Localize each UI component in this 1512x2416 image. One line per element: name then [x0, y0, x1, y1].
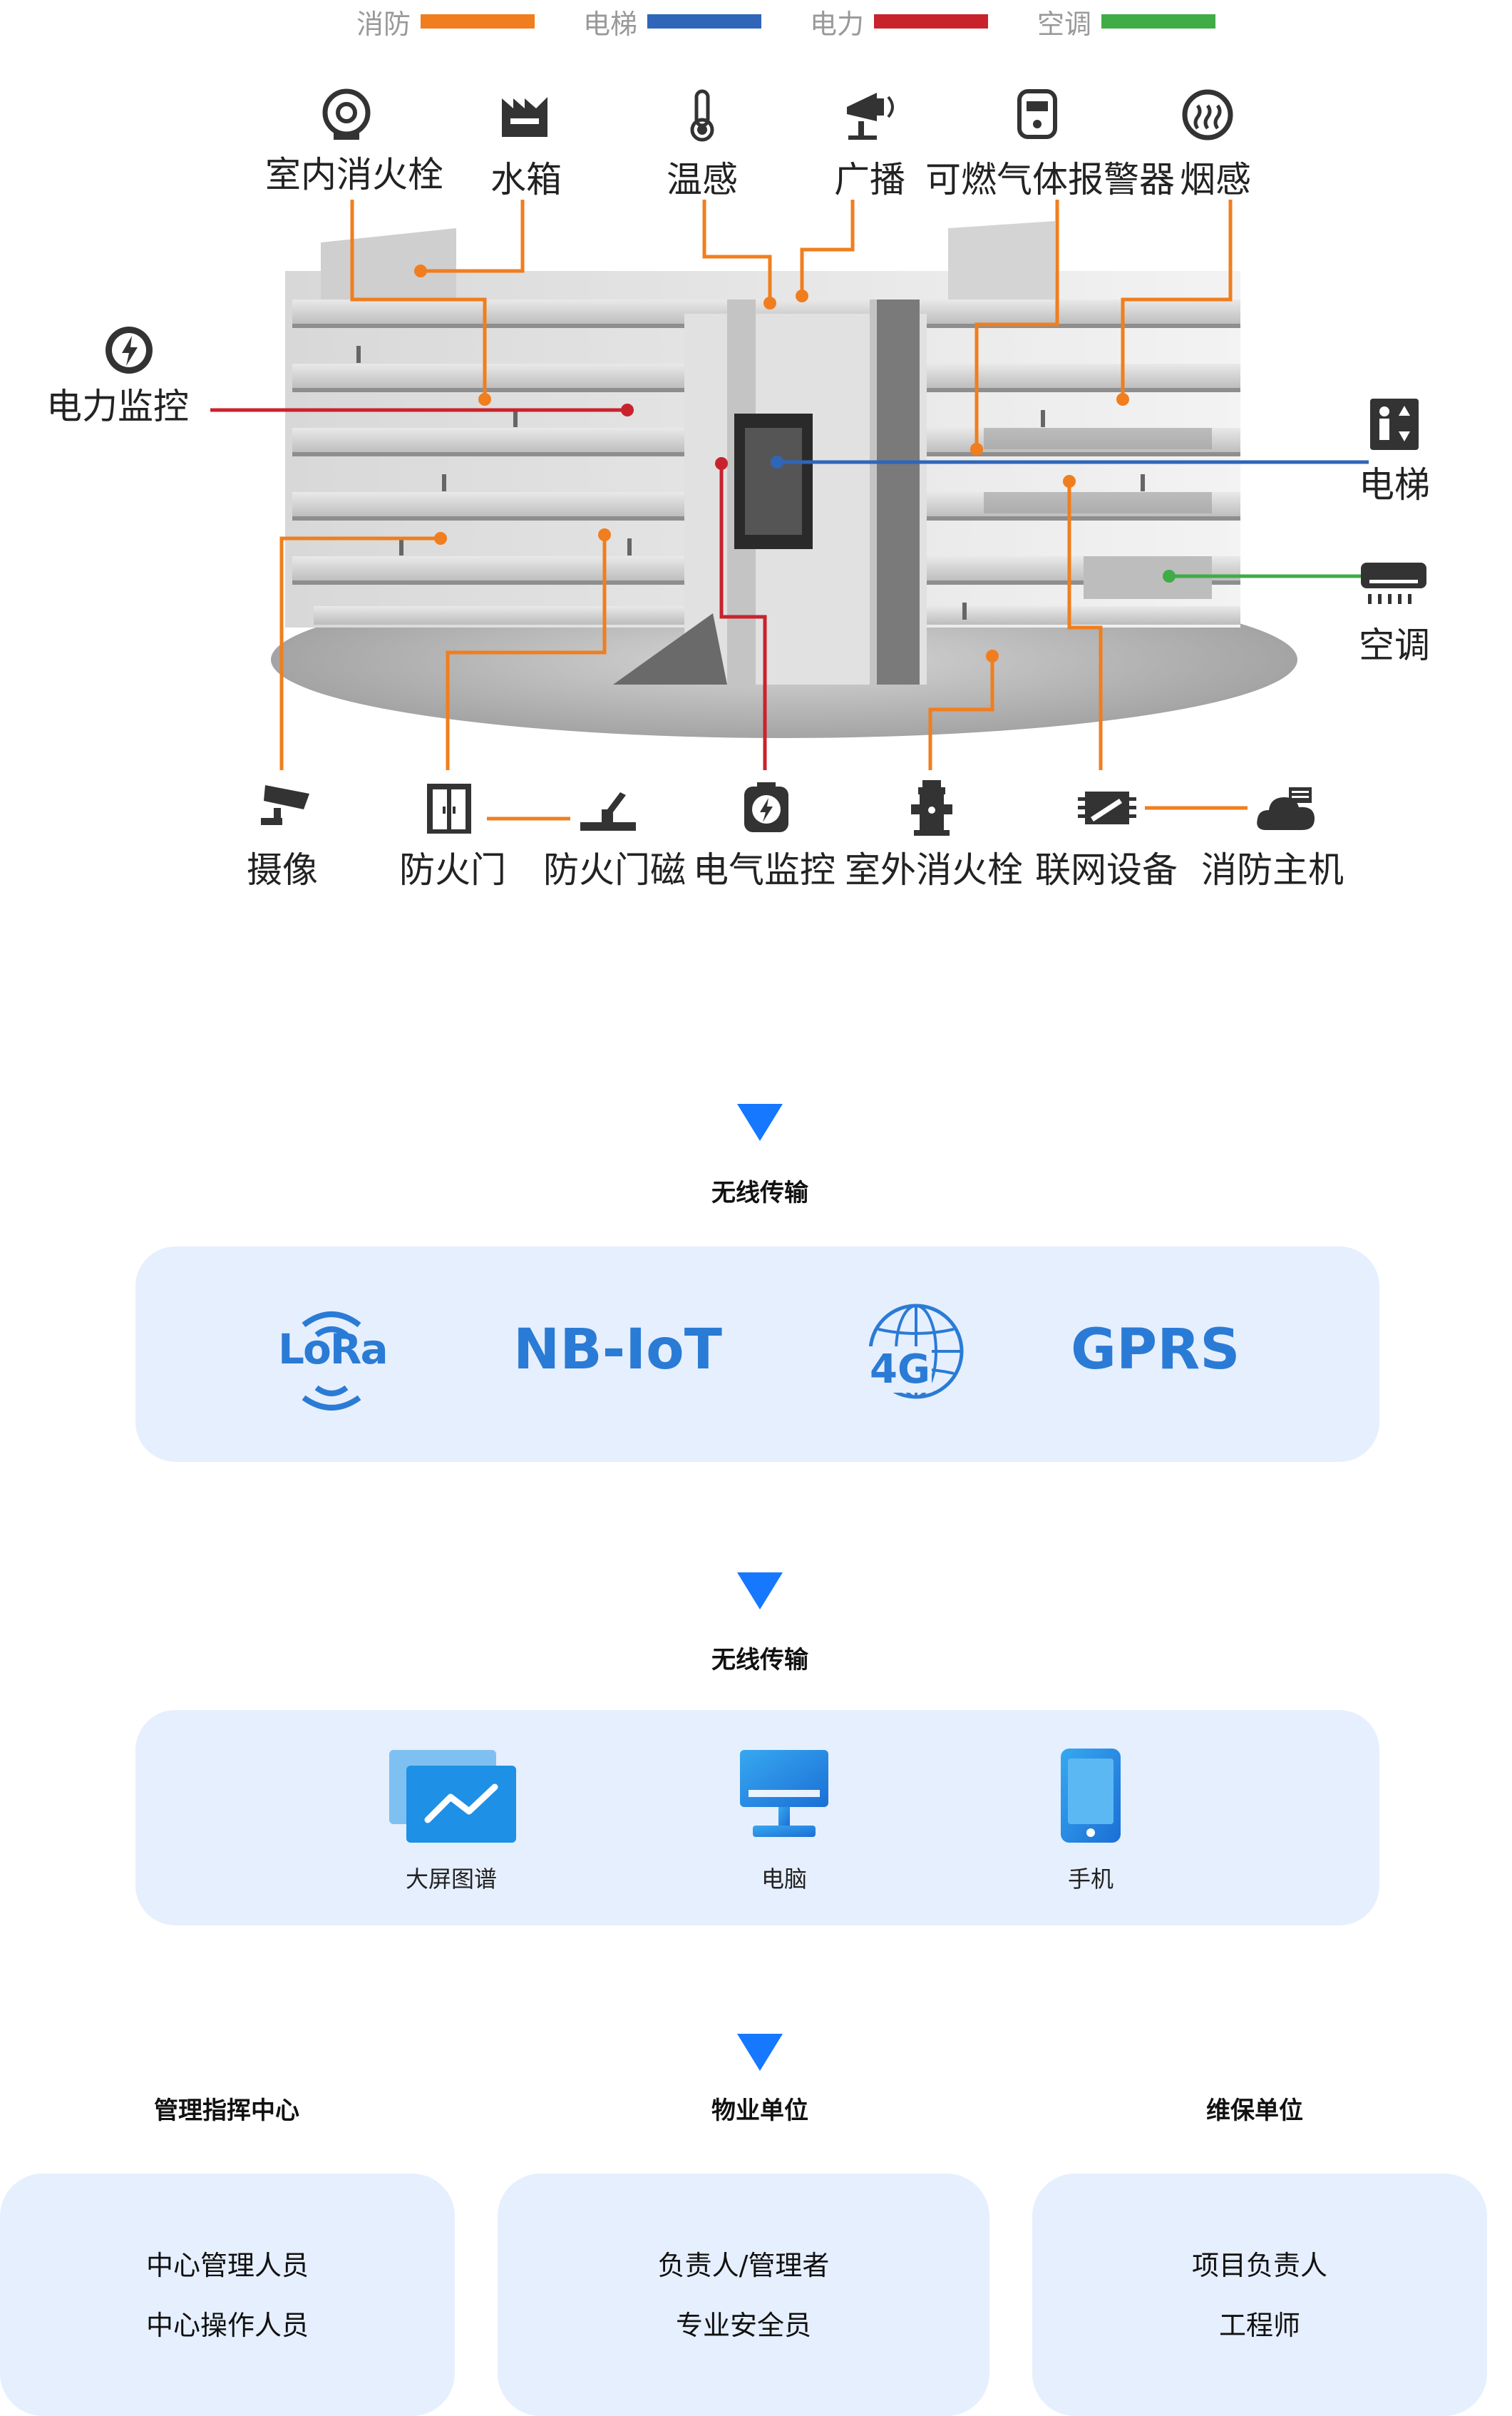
legend-item-fire: 消防 — [356, 6, 535, 40]
label-outdoor-hydrant: 室外消火栓 — [845, 849, 1023, 891]
electrical-monitor-icon — [744, 782, 788, 832]
fire-host-cloud-icon — [1257, 787, 1315, 830]
legend-label: 空调 — [1037, 8, 1092, 40]
power-monitor-icon — [106, 327, 153, 374]
tech-gprs: GPRS — [1071, 1318, 1240, 1382]
label-broadcast: 广播 — [834, 159, 905, 200]
org-title-property-unit: 物业单位 — [711, 2097, 808, 2125]
label-smoke-detector: 烟感 — [1180, 159, 1251, 200]
label-temperature-sensor: 温感 — [667, 159, 738, 200]
org-member: 项目负责人 — [1191, 2250, 1327, 2281]
org-title-command-center: 管理指挥中心 — [154, 2097, 299, 2125]
org-member: 中心管理人员 — [145, 2250, 309, 2281]
org-card-property-unit: 负责人/管理者 专业安全员 — [498, 2174, 989, 2416]
label-air-conditioner: 空调 — [1359, 625, 1430, 666]
stage2-title: 无线传输 — [711, 1646, 808, 1674]
legend-item-elevator: 电梯 — [583, 6, 762, 40]
tech-nb-iot: NB-IoT — [513, 1318, 722, 1382]
legend-item-hvac: 空调 — [1037, 6, 1216, 40]
phone-icon — [1061, 1749, 1121, 1843]
elevator-icon — [1370, 399, 1419, 450]
flow-arrow-down-3 — [737, 2034, 783, 2071]
smoke-detector-icon — [1182, 89, 1233, 140]
label-power-monitoring: 电力监控 — [46, 386, 189, 427]
org-member: 负责人/管理者 — [657, 2250, 830, 2281]
air-conditioner-icon — [1361, 563, 1426, 604]
legend-label: 电梯 — [583, 8, 638, 40]
outdoor-hydrant-icon — [911, 780, 952, 836]
door-magnet-icon — [580, 792, 636, 831]
org-card-maintenance-unit: 项目负责人 工程师 — [1032, 2174, 1487, 2416]
legend-label: 消防 — [356, 8, 411, 40]
network-device-icon — [1078, 792, 1136, 824]
device-label-big-screen: 大屏图谱 — [405, 1865, 497, 1893]
flow-arrow-down-1 — [737, 1104, 783, 1141]
label-camera: 摄像 — [247, 849, 318, 891]
label-indoor-hydrant: 室内消火栓 — [265, 154, 443, 195]
label-network-device: 联网设备 — [1035, 849, 1178, 891]
org-member: 专业安全员 — [675, 2310, 811, 2341]
org-member: 中心操作人员 — [145, 2310, 309, 2341]
legend-swatch — [874, 14, 989, 29]
water-tank-icon — [502, 97, 547, 137]
transmission-panel: LoRa NB-IoT 4G GPRS — [135, 1247, 1379, 1462]
label-fire-door-magnet: 防火门磁 — [543, 849, 686, 891]
device-label-phone: 手机 — [1067, 1865, 1114, 1893]
terminal-panel: 大屏图谱 电脑 手机 — [135, 1710, 1379, 1925]
legend-item-power: 电力 — [810, 6, 989, 40]
label-fire-door: 防火门 — [399, 849, 506, 891]
building-body — [285, 221, 1240, 685]
org-card-command-center: 中心管理人员 中心操作人员 — [0, 2174, 455, 2416]
legend-swatch — [647, 14, 762, 29]
fire-door-icon — [427, 784, 471, 834]
label-water-tank: 水箱 — [490, 159, 562, 200]
legend-swatch — [1101, 14, 1216, 29]
label-fire-host: 消防主机 — [1201, 849, 1344, 891]
building-diagram — [210, 200, 1369, 821]
broadcast-icon — [847, 93, 894, 140]
legend-label: 电力 — [810, 8, 865, 40]
label-elevator: 电梯 — [1359, 464, 1430, 506]
thermometer-icon — [690, 89, 714, 142]
flow-arrow-down-2 — [737, 1572, 783, 1609]
hydrant-hose-icon — [322, 88, 371, 140]
tech-4g: 4G — [868, 1346, 932, 1393]
org-title-maintenance-unit: 维保单位 — [1206, 2097, 1303, 2125]
tech-lora: LoRa — [278, 1325, 389, 1373]
org-member: 工程师 — [1218, 2310, 1300, 2341]
monitor-chart-icon — [389, 1750, 516, 1843]
desktop-icon — [740, 1750, 828, 1837]
device-label-pc: 电脑 — [761, 1865, 807, 1893]
camera-icon — [261, 785, 309, 825]
gas-detector-icon — [1017, 89, 1057, 139]
label-electrical-monitoring: 电气监控 — [693, 849, 835, 891]
legend-swatch — [421, 14, 535, 29]
label-gas-alarm: 可燃气体报警器 — [925, 159, 1175, 200]
stage1-title: 无线传输 — [711, 1179, 808, 1207]
lora-icon — [302, 1311, 361, 1411]
